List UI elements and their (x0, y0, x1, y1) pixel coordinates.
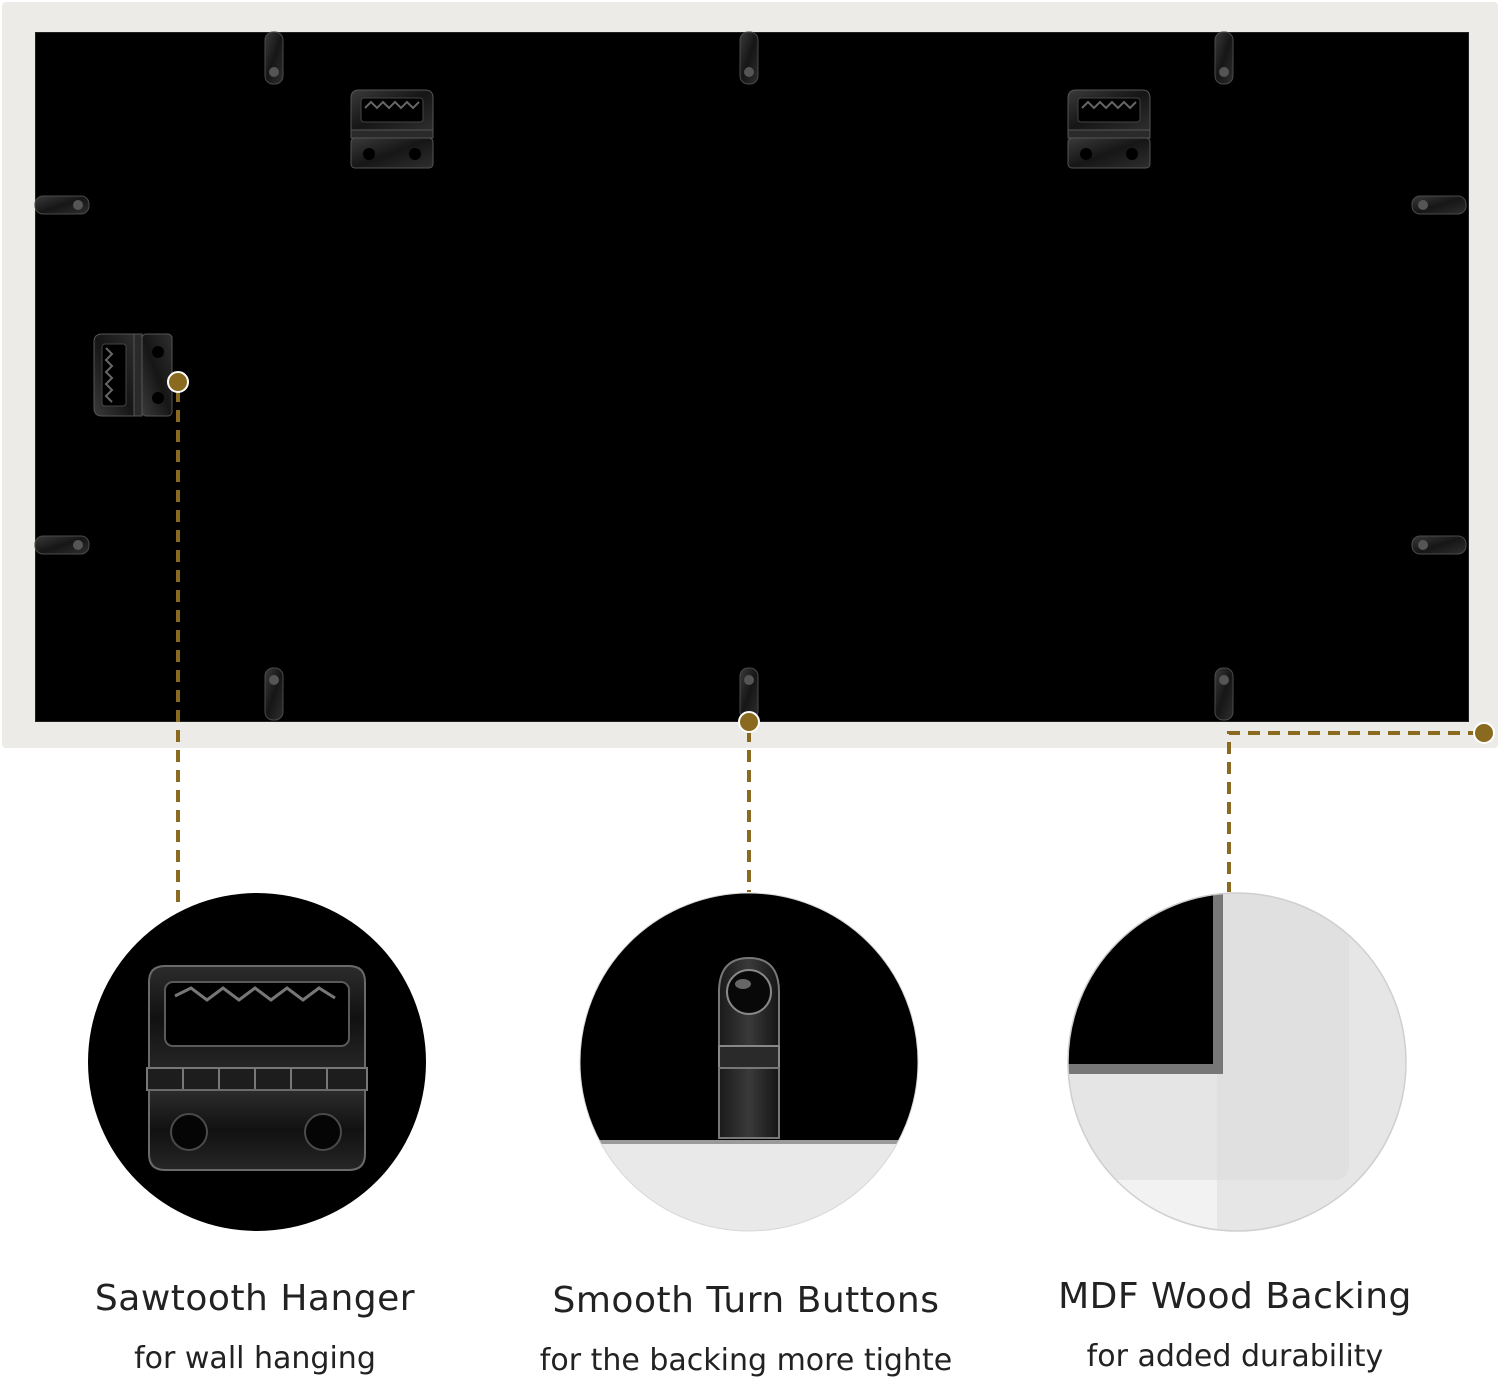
callout-line-backing (1227, 731, 1480, 892)
turn-button-icon (739, 31, 759, 85)
feature-subtitle: for the backing more tighte (539, 1343, 953, 1378)
sawtooth-hanger-icon (1067, 89, 1151, 169)
sawtooth-hanger-icon (146, 965, 368, 1171)
turn-button-icon (264, 31, 284, 85)
callout-lines (167, 371, 1495, 905)
detail-circle-turn-button (579, 892, 919, 1232)
detail-circle-hanger (88, 893, 426, 1231)
picture-frame (2, 2, 1498, 748)
feature-subtitle: for wall hanging (134, 1341, 376, 1376)
sawtooth-hanger-icon (93, 333, 173, 417)
feature-title: Smooth Turn Buttons (552, 1280, 940, 1321)
feature-caption-turn-button: Smooth Turn Buttons for the backing more… (536, 1280, 956, 1378)
sawtooth-hanger-icon (350, 89, 434, 169)
turn-button-icon (1214, 31, 1234, 85)
turn-button-icon (34, 195, 90, 215)
frame-corner-icon (1068, 893, 1406, 1231)
callout-dot-turn-button (738, 711, 760, 733)
feature-subtitle: for added durability (1086, 1339, 1384, 1374)
detail-circle-backing (1067, 892, 1407, 1232)
turn-button-icon (739, 667, 759, 721)
callout-dot-backing (1473, 722, 1495, 744)
feature-title: MDF Wood Backing (1058, 1276, 1412, 1317)
feature-caption-hanger: Sawtooth Hanger for wall hanging (45, 1278, 465, 1376)
turn-button-icon (1411, 535, 1467, 555)
callout-dot-hanger (167, 371, 189, 393)
turn-button-icon (1214, 667, 1234, 721)
frame-hardware (34, 31, 1467, 721)
mdf-backing-board (35, 32, 1469, 722)
turn-button-icon (34, 535, 90, 555)
feature-title: Sawtooth Hanger (94, 1278, 416, 1319)
turn-button-icon (264, 667, 284, 721)
feature-caption-backing: MDF Wood Backing for added durability (1025, 1276, 1445, 1374)
turn-button-icon (1411, 195, 1467, 215)
turn-button-icon (718, 956, 780, 1139)
